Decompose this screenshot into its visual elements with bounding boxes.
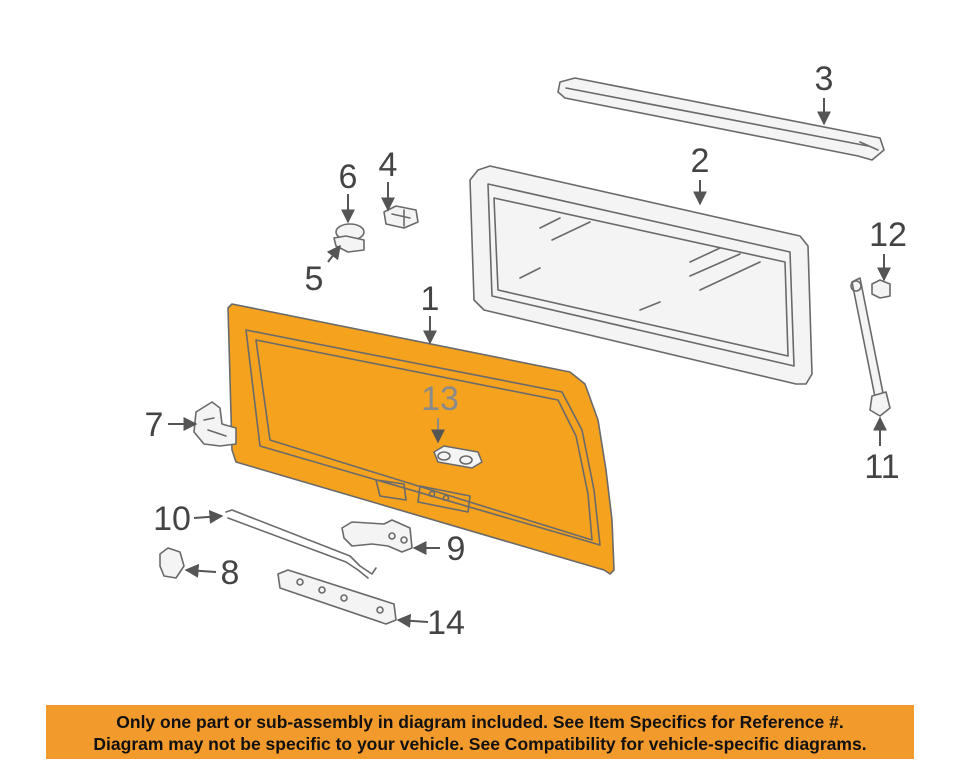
part-7-hinge [193, 401, 237, 447]
callout-9: 9 [447, 530, 466, 568]
part-2-glass [469, 165, 813, 385]
part-8-clip [159, 547, 185, 579]
callout-3: 3 [815, 60, 834, 98]
callout-4: 4 [379, 146, 398, 184]
callout-13: 13 [421, 380, 459, 418]
part-4-clip [383, 205, 419, 229]
callout-1: 1 [421, 280, 440, 318]
part-13-handle [433, 445, 483, 469]
part-11-strut [850, 277, 891, 417]
disclaimer-banner: Only one part or sub-assembly in diagram… [46, 705, 914, 759]
part-9-latch [341, 519, 413, 553]
part-1-liftgate-panel [227, 303, 615, 575]
parts-diagram: 1 2 3 4 5 6 7 8 9 10 11 12 13 14 [145, 60, 907, 642]
callout-10: 10 [153, 500, 191, 538]
part-14-bracket [277, 569, 397, 625]
part-3-upper-rail [557, 77, 885, 161]
disclaimer-line-1: Only one part or sub-assembly in diagram… [116, 712, 844, 732]
part-10-rod [225, 509, 377, 579]
callout-12: 12 [869, 216, 907, 254]
callout-7: 7 [145, 406, 164, 444]
callout-5: 5 [305, 260, 324, 298]
leader-lines [168, 98, 891, 628]
callout-2: 2 [691, 142, 710, 180]
part-12-stud [871, 279, 891, 299]
callout-6: 6 [339, 158, 358, 196]
callout-8: 8 [221, 554, 240, 592]
disclaimer-line-2: Diagram may not be specific to your vehi… [93, 734, 867, 754]
callout-14: 14 [427, 604, 465, 642]
callout-11: 11 [864, 448, 899, 486]
